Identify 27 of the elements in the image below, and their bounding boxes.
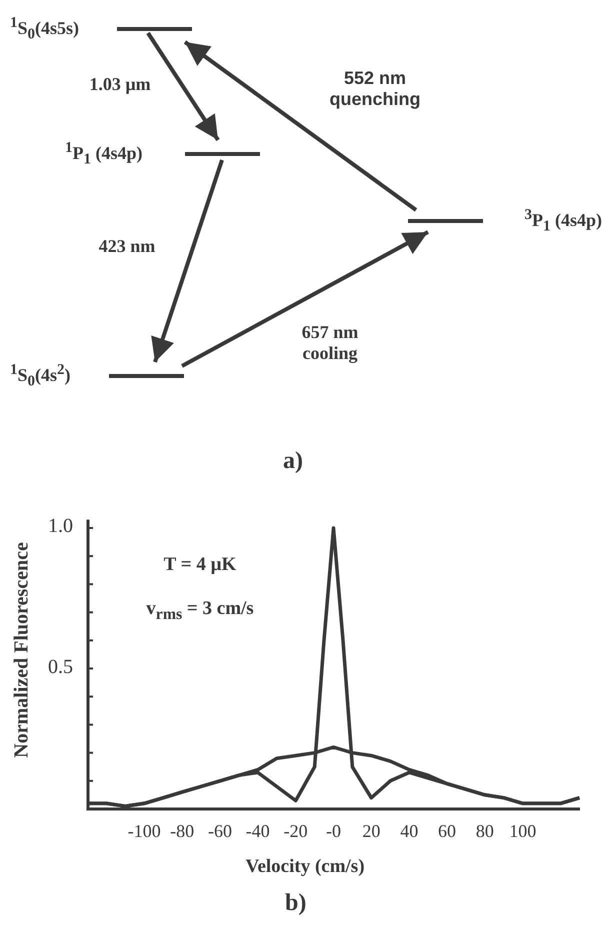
level-label: $^{1}$S$_{0}$(4s5s): [10, 14, 80, 44]
level-label: $^{3}$P$_{1}$ (4s4p): [524, 206, 602, 236]
annotation: T = 4 µK: [164, 554, 236, 576]
edge-label: 423 nm: [98, 236, 156, 257]
tick-label: 60: [438, 821, 456, 842]
level-label: $^{1}$S$_{0}$(4s$^{2}$): [10, 362, 71, 390]
level-label: $^{1}$P$_{1}$ (4s4p): [65, 140, 143, 168]
axis-title: Normalized Fluorescence: [10, 542, 34, 758]
tick-label: -20: [284, 821, 308, 842]
tick-label: 0.5: [48, 656, 73, 678]
tick-label: -80: [170, 821, 194, 842]
tick-label: -40: [246, 821, 270, 842]
panel-label: b): [285, 890, 306, 917]
tick-label: 80: [476, 821, 494, 842]
tick-label: -0: [326, 821, 341, 842]
axis-title: Velocity (cm/s): [245, 856, 365, 878]
edge-label: 552 nm quenching: [328, 68, 422, 110]
tick-label: -100: [128, 821, 161, 842]
tick-label: 20: [362, 821, 380, 842]
tick-label: 40: [400, 821, 418, 842]
tick-label: 1.0: [48, 515, 73, 538]
tick-label: -60: [208, 821, 232, 842]
tick-label: 100: [509, 821, 536, 842]
annotation: v$_{rms}$ = 3 cm/s: [146, 598, 254, 624]
panel-label: a): [283, 448, 303, 475]
edge-label: 657 nm cooling: [300, 322, 360, 364]
edge-label: 1.03 µm: [88, 74, 152, 95]
